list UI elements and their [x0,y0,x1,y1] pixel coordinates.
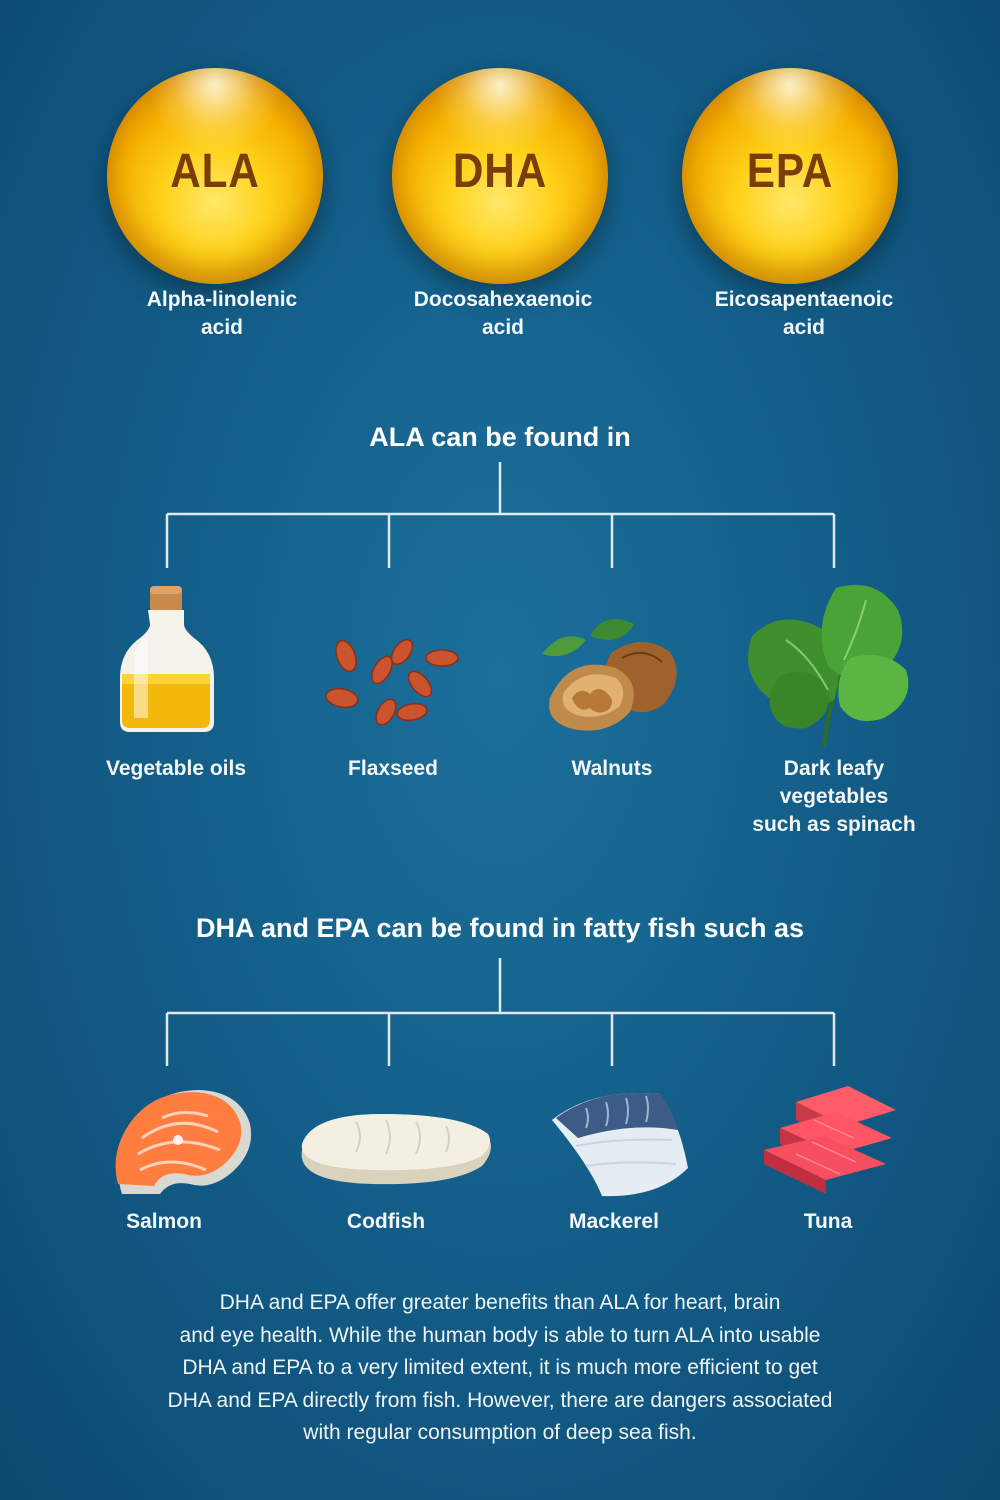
ala-abbr: ALA [170,145,260,198]
dha-capsule: DHA [380,56,620,296]
item-mackerel: Mackerel [569,1210,659,1233]
ala-capsule-icon [107,68,323,284]
epa-abbr: EPA [746,145,834,198]
flaxseed-icon [325,638,459,726]
item-vegetable-oils: Vegetable oils [105,757,247,780]
item-salmon: Salmon [126,1210,202,1233]
codfish-icon [301,1114,491,1185]
fish-sources-heading: DHA and EPA can be found in fatty fish s… [195,913,805,943]
ala-sources-heading: ALA can be found in [369,422,631,452]
benefits-paragraph: DHA and EPA offer greater benefits than … [167,1291,833,1444]
spinach-icon [748,584,909,747]
mackerel-icon [552,1093,688,1197]
ala-full-name: Alpha-linolenic acid [146,288,298,339]
epa-capsule-icon [682,68,898,284]
epa-full-name: Eicosapentaenoic acid [714,288,894,339]
oil-bottle-icon [120,586,214,732]
dha-capsule-icon [392,68,608,284]
item-codfish: Codfish [346,1210,426,1233]
item-walnuts: Walnuts [571,757,653,780]
epa-capsule: EPA [670,56,910,296]
dha-abbr: DHA [452,145,548,198]
dha-full-name: Docosahexaenoic acid [413,288,593,339]
tuna-icon [764,1086,896,1194]
ala-capsule: ALA [95,56,335,296]
walnut-icon [542,619,677,731]
item-tuna: Tuna [803,1210,853,1233]
item-flaxseed: Flaxseed [348,757,438,780]
salmon-icon [115,1090,252,1194]
item-dark-leafy-vegetables: Dark leafy vegetables such as spinach [752,757,916,836]
